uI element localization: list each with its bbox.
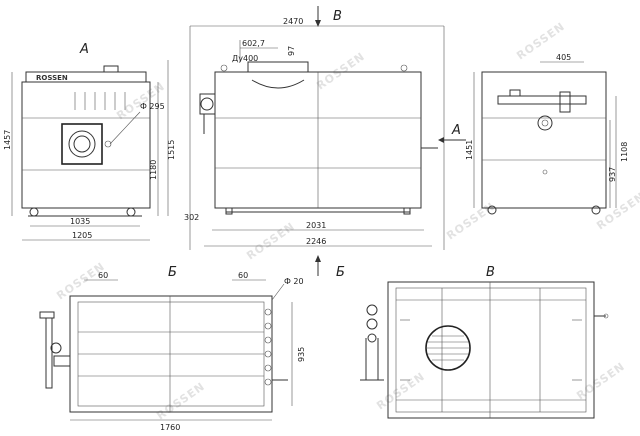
watermark-text: ROSSEN (314, 50, 367, 93)
dim-side-du: Ду400 (232, 54, 258, 63)
dim-front-hole: Ф 295 (140, 102, 165, 111)
watermark-text: ROSSEN (374, 370, 427, 413)
dim-front-height: 1457 (3, 130, 12, 150)
view-arrow-a-label: А (451, 123, 461, 138)
burner-flange (61, 123, 103, 165)
watermark-text: ROSSEN (244, 220, 297, 263)
rear-view: В (360, 265, 609, 419)
dim-front-h2: 1180 (149, 160, 158, 180)
rear-view-label: В (486, 265, 495, 280)
dim-right-1108: 1108 (620, 142, 629, 162)
dim-plan-1760: 1760 (160, 423, 180, 432)
dim-front-width-outer: 1205 (72, 231, 92, 240)
dim-side-97: 97 (287, 46, 296, 56)
dim-plan-60a: 60 (98, 271, 108, 280)
dim-plan-60b: 60 (238, 271, 248, 280)
side-view-marker: В (333, 9, 342, 24)
dim-side-602: 602,7 (242, 39, 265, 48)
brand-logo: ROSSEN (36, 74, 68, 82)
watermark-text: ROSSEN (154, 380, 207, 423)
dim-plan-935: 935 (297, 347, 306, 362)
plan-view: Б Б 60 60 Ф 20 935 1760 (39, 255, 345, 432)
dim-front-width-inner: 1035 (70, 217, 90, 226)
dim-right-937: 937 (608, 167, 617, 182)
watermark-text: ROSSEN (444, 200, 497, 243)
dim-right-1451: 1451 (465, 140, 474, 160)
plan-view-marker: Б (336, 265, 345, 280)
view-arrow-a: А (438, 123, 466, 143)
dim-side-302: 302 (184, 213, 199, 222)
side-view: В 2470 602,7 Ду400 97 302 (184, 6, 445, 250)
watermark-layer: ROSSEN ROSSEN ROSSEN ROSSEN ROSSEN ROSSE… (54, 20, 640, 423)
front-view: А ROSSEN 1457 1515 1180 Ф 295 (3, 42, 176, 241)
dim-side-2246: 2246 (306, 237, 326, 246)
plan-frame (69, 295, 273, 413)
right-view: 405 1451 1108 937 (465, 53, 629, 215)
front-view-label: А (79, 42, 89, 57)
dim-front-h1: 1515 (167, 140, 176, 160)
dim-side-2031: 2031 (306, 221, 326, 230)
dim-plan-f20: Ф 20 (284, 277, 304, 286)
rear-burner-opening (425, 325, 471, 371)
plan-view-label: Б (168, 265, 177, 280)
watermark-text: ROSSEN (594, 190, 640, 233)
watermark-text: ROSSEN (574, 360, 627, 403)
dim-side-total-width: 2470 (283, 17, 303, 26)
dim-right-405: 405 (556, 53, 571, 62)
